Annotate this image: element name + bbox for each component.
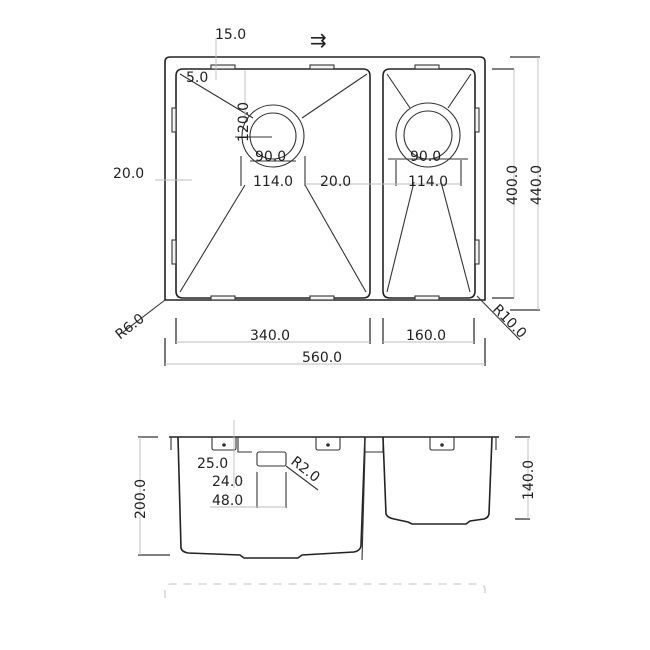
dim-overall-depth: 440.0: [529, 165, 545, 205]
dim-overflow-width: 48.0: [212, 493, 243, 509]
radius-leader: [476, 295, 521, 341]
dim-right-bowl-depth: 140.0: [521, 460, 537, 500]
dim-overflow-height: 24.0: [212, 474, 243, 490]
sink-outer-rim: [164, 56, 486, 301]
left-bowl-profile: [177, 436, 366, 559]
mounting-bracket: [315, 437, 341, 451]
cutout-dashed-outline: [164, 583, 486, 598]
left-drain: [235, 70, 306, 186]
mounting-clip: [414, 295, 440, 301]
mounting-clip: [210, 64, 236, 70]
mounting-clip: [309, 295, 335, 301]
dim-right-drain-outer: 114.0: [408, 174, 448, 190]
dim-right-bowl-width: 160.0: [406, 328, 446, 344]
left-bowl-outline: [175, 68, 371, 299]
dim-clip-offset: 15.0: [215, 27, 246, 43]
right-bowl-slope-lines: [386, 73, 472, 293]
dim-left-bowl-width: 340.0: [250, 328, 290, 344]
mounting-clip: [210, 295, 236, 301]
mounting-clip: [171, 239, 177, 265]
dim-inner-radius: R10.0: [489, 302, 529, 342]
dim-right-drain-inner: 90.0: [410, 149, 441, 165]
right-bowl-outline: [382, 68, 476, 299]
right-drain: [388, 102, 468, 186]
depth-dimensions: [492, 56, 540, 311]
width-dimensions: [164, 318, 486, 366]
mounting-bracket: [211, 437, 237, 451]
mounting-clip: [474, 239, 480, 265]
dim-drain-offset-top: 120.0: [236, 102, 252, 142]
right-bowl-profile: [382, 436, 493, 525]
dim-outer-radius: R6.0: [113, 311, 148, 343]
plan-view: ⇉: [113, 27, 545, 366]
dim-corner-small: 5.0: [186, 70, 208, 86]
radius-leader: [121, 299, 166, 334]
dim-bowl-depth-inner: 400.0: [505, 165, 521, 205]
dim-overflow-radius: R2.0: [288, 454, 323, 486]
dim-overflow-offset: 25.0: [197, 456, 228, 472]
section-depth-dimensions: [138, 436, 530, 556]
mounting-clip: [414, 64, 440, 70]
left-bowl-slope-lines: [179, 73, 368, 293]
flow-arrow-icon: ⇉: [310, 28, 327, 52]
overflow-slot: [256, 451, 287, 467]
dim-overall-width: 560.0: [302, 350, 342, 366]
mounting-bracket: [429, 437, 455, 451]
mounting-clip: [474, 107, 480, 133]
section-view: 25.0 24.0 48.0 R2.0 200.0 140.0: [133, 420, 537, 598]
dim-left-drain-side: 20.0: [113, 166, 144, 182]
bowl-divider: [364, 437, 384, 453]
mounting-clip: [171, 107, 177, 133]
dim-center-drain-side: 20.0: [320, 174, 351, 190]
dim-left-drain-inner: 90.0: [255, 149, 286, 165]
mounting-clip: [309, 64, 335, 70]
dim-left-drain-outer: 114.0: [253, 174, 293, 190]
dim-left-bowl-depth: 200.0: [133, 479, 149, 519]
